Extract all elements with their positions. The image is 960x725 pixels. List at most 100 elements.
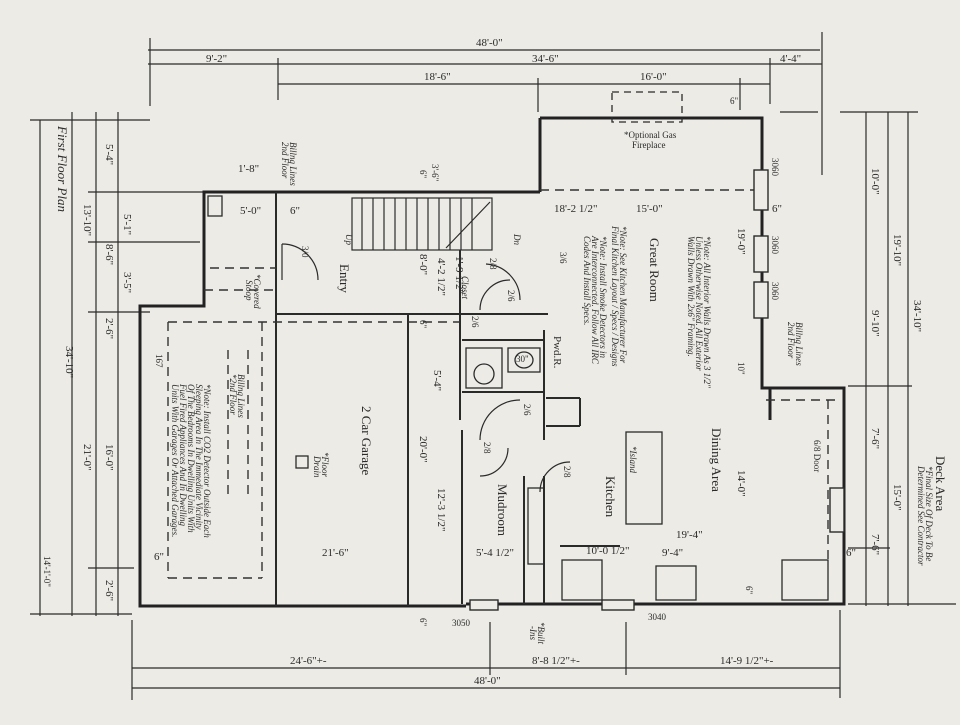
- interior-walls: [275, 192, 620, 606]
- garage-label: 2 Car Garage: [359, 406, 374, 476]
- fireplace-label-1: *Optional Gas: [624, 130, 677, 140]
- note-co2-3: Of The Bedrooms In Dwelling Units With: [186, 384, 196, 533]
- island-label: *Island: [628, 446, 638, 474]
- dim-bottom-b: 8'-8 1/2"+-: [532, 655, 580, 667]
- note-smoke-1: *Note: Install Smoke Detectors in: [598, 236, 608, 358]
- dim-6in-h: 6": [744, 586, 754, 595]
- note-walls-3: Walls Drawn With 2x6" Framing.: [686, 236, 696, 357]
- deck-area-label: Deck Area: [933, 456, 948, 511]
- dim-right-a: 10'-0": [869, 168, 881, 195]
- dim-4-2: 4'-2 1/2": [435, 258, 447, 296]
- note-smoke-2: Are Interconnected. Follow All IRC: [590, 235, 600, 365]
- door-30in: 30": [516, 354, 529, 364]
- stoop-post: [207, 195, 223, 217]
- note-co2-4: Fuel Fired Appliances And In Dwelling: [178, 383, 188, 527]
- dim-top-a: 9'-2": [206, 53, 227, 65]
- door-2-8-c: 2/8: [562, 466, 572, 478]
- note-walls-1: *Note: All Interior Walls Drawn As 3 1/2…: [702, 236, 712, 388]
- note-kitchen-1: *Note: See Kitchen Manufacturer For: [618, 226, 628, 364]
- billing-c-2: Billng Lines: [794, 322, 804, 366]
- dimension-lines: [30, 32, 956, 700]
- note-co2-1: *Note: Install CO2 Detector Outside Each: [202, 384, 212, 538]
- door-swings: [281, 243, 571, 493]
- dim-left-g: 2'-6": [103, 318, 115, 339]
- door-2-8-a: 2/8: [488, 258, 498, 270]
- dim-left-j: 14'-1'-0": [42, 556, 52, 587]
- dim-5-4a: 5'-4": [431, 370, 443, 391]
- toilet-box: [465, 347, 503, 389]
- deck-note-2: Determined See Contractor: [916, 465, 926, 566]
- dim-left-h: 16'-0": [103, 444, 115, 471]
- dim-top-c: 4'-4": [780, 53, 801, 65]
- dim-21-6: 21'-6": [322, 547, 349, 559]
- note-smoke-3: Codes And Install Specs.: [582, 236, 592, 325]
- dim-left-b: 13'-10": [81, 204, 93, 236]
- fixtures: [207, 91, 829, 601]
- dim-right-g: 7'-6": [869, 534, 881, 555]
- billing-a-1: 2nd Floor: [280, 142, 290, 179]
- covered-stoop-2: Stoop: [244, 280, 254, 301]
- great-room-label: Great Room: [647, 238, 662, 302]
- stairs: [351, 197, 493, 251]
- dim-15-0: 15'-0": [636, 203, 663, 215]
- deck-note-1: *Final Size Of Deck To Be: [924, 466, 934, 561]
- dim-8-0: 8'-0": [417, 254, 429, 275]
- dashed-lines: [167, 189, 836, 579]
- dim-left-a: 5'-4": [103, 144, 115, 165]
- dim-right-d: 9'-10": [869, 310, 881, 337]
- pwd-r-label: Pwd.R.: [551, 336, 563, 369]
- dim-overall-top: 48'-0": [476, 37, 503, 49]
- closet-label: Closet: [460, 276, 470, 300]
- dim-right-e: 7'-6": [869, 428, 881, 449]
- floor-drain-2: Drain: [312, 455, 322, 478]
- billing-b-1: *2nd Floor: [228, 374, 238, 415]
- kitchen-corner: [655, 565, 697, 601]
- dim-6in-f: 6": [418, 320, 428, 329]
- door-3-0: 3/0: [300, 246, 310, 258]
- dim-overall-bottom: 48'-0": [474, 675, 501, 687]
- dim-bottom-c: 14'-9 1/2"+-: [720, 655, 774, 667]
- floor-drain-1: *Floor: [320, 452, 330, 477]
- door-3060-a: 3060: [770, 158, 780, 177]
- dim-6in-d: 6": [154, 551, 164, 563]
- dim-1-9: 1'-9 1/2": [453, 256, 465, 294]
- dim-6in-g: 6": [418, 618, 428, 627]
- dim-left-d: 8'-6": [103, 244, 115, 265]
- toilet-bowl: [473, 363, 495, 385]
- mudroom-label: Mudroom: [495, 484, 510, 536]
- entry-label: Entry: [337, 264, 352, 293]
- note-walls-2: Unless Otherwise Noted. All Exterior: [694, 236, 704, 371]
- dim-right-f: 15'-0": [891, 484, 903, 511]
- floor-drain-mark: [295, 455, 309, 469]
- stair-up-label: Up: [344, 234, 354, 245]
- door-167: 167: [154, 354, 164, 368]
- pantry-box: [781, 559, 829, 601]
- dim-bottom-a: 24'-6"+-: [290, 655, 327, 667]
- door-2-6-b: 2/6: [522, 404, 532, 416]
- dim-10in: 10": [736, 362, 746, 375]
- door-3-6: 3/6: [558, 252, 568, 264]
- dim-6in-a: 6": [290, 205, 300, 217]
- dim-left-e: 3'-5": [121, 272, 133, 293]
- billing-a-2: Billng Lines: [288, 142, 298, 186]
- built-ins-1: *Built: [536, 622, 546, 644]
- dim-12-3: 12'-3 1/2": [435, 488, 447, 531]
- dim-top-f: 6": [730, 96, 739, 106]
- dim-10-0: 10'-0 1/2": [586, 545, 629, 557]
- stair-dn-label: Dn: [512, 233, 522, 245]
- dim-3-6: 3'-6": [430, 164, 440, 182]
- dim-left-k: 2'-6": [103, 580, 115, 601]
- dim-6in-b: 6": [418, 170, 428, 179]
- door-2-8-b: 2/8: [482, 442, 492, 454]
- billing-b-2: Billng Lines: [236, 374, 246, 418]
- fireplace-box: [611, 91, 683, 123]
- built-ins-2: -Ins: [528, 626, 538, 640]
- dim-19-4: 19'-4": [676, 529, 703, 541]
- covered-stoop-1: *Covered: [252, 274, 262, 309]
- note-kitchen-2: Final Kitchen Layout / Specs / Designs: [610, 225, 620, 367]
- dim-left-c: 5'-1": [121, 214, 133, 235]
- kitchen-label: Kitchen: [603, 476, 618, 518]
- dining-area-label: Dining Area: [709, 428, 724, 492]
- dim-left-i: 21'-0": [81, 444, 93, 471]
